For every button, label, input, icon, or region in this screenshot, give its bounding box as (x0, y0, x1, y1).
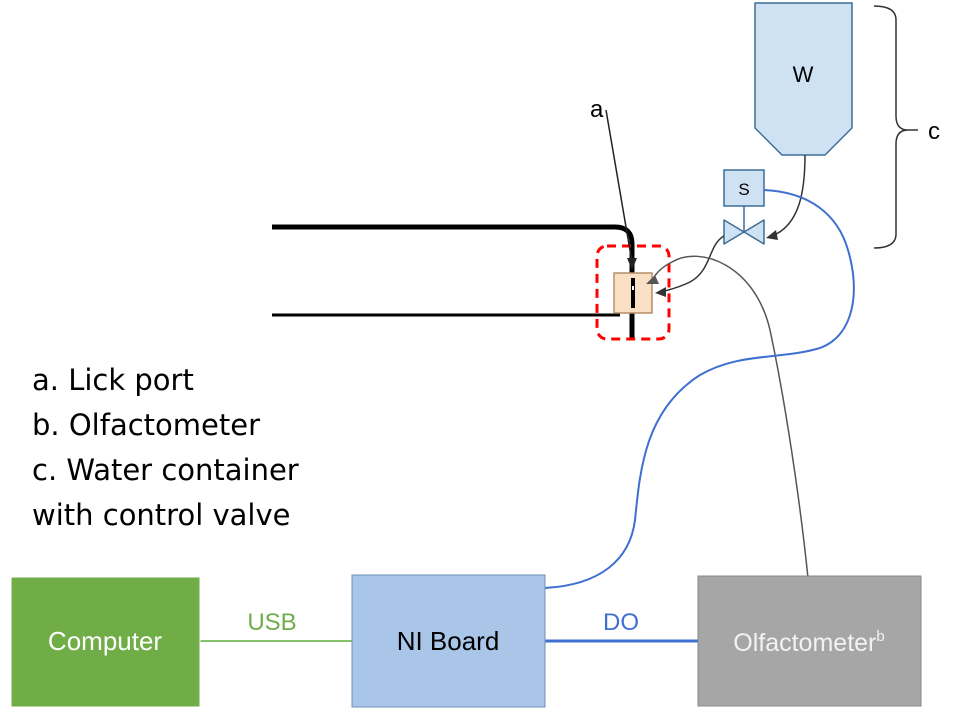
ni-board-box (351, 574, 546, 708)
water-container (754, 2, 853, 156)
odor-line (651, 255, 809, 579)
computer-box (10, 576, 201, 708)
legend-item-a: a. Lick port (32, 363, 194, 397)
olfactometer-label: Olfactometerb (733, 628, 884, 657)
tube-upper-line (272, 224, 635, 275)
bracket-c (873, 5, 909, 249)
lick-port-dashed-outline (595, 244, 671, 341)
arrow-a-line (605, 109, 633, 263)
computer-label: Computer (48, 626, 162, 656)
water-container-label: W (793, 62, 814, 87)
olfactometer-label-text: Olfactometer (733, 629, 876, 657)
olfactometer-superscript: b (876, 628, 884, 645)
solenoid-box (723, 169, 765, 207)
label-a: a (590, 96, 604, 123)
control-line (544, 189, 855, 589)
water-to-valve-arrowhead (766, 230, 778, 240)
do-label: DO (603, 609, 639, 636)
legend-item-c-cont: with control valve (32, 498, 290, 532)
legend-item-c: c. Water container (32, 453, 299, 487)
valve-to-port-line (660, 235, 725, 293)
olfactometer-box (697, 575, 922, 707)
legend-item-b: b. Olfactometer (32, 408, 260, 442)
water-to-valve-line (771, 154, 806, 237)
ni-board-label: NI Board (397, 626, 500, 656)
usb-label: USB (247, 609, 296, 636)
valve-to-port-arrowhead (655, 287, 666, 297)
solenoid-label: S (738, 180, 749, 199)
label-c: c (928, 118, 940, 145)
odor-line-arrowhead (646, 275, 659, 284)
arrow-a-head (627, 258, 637, 270)
